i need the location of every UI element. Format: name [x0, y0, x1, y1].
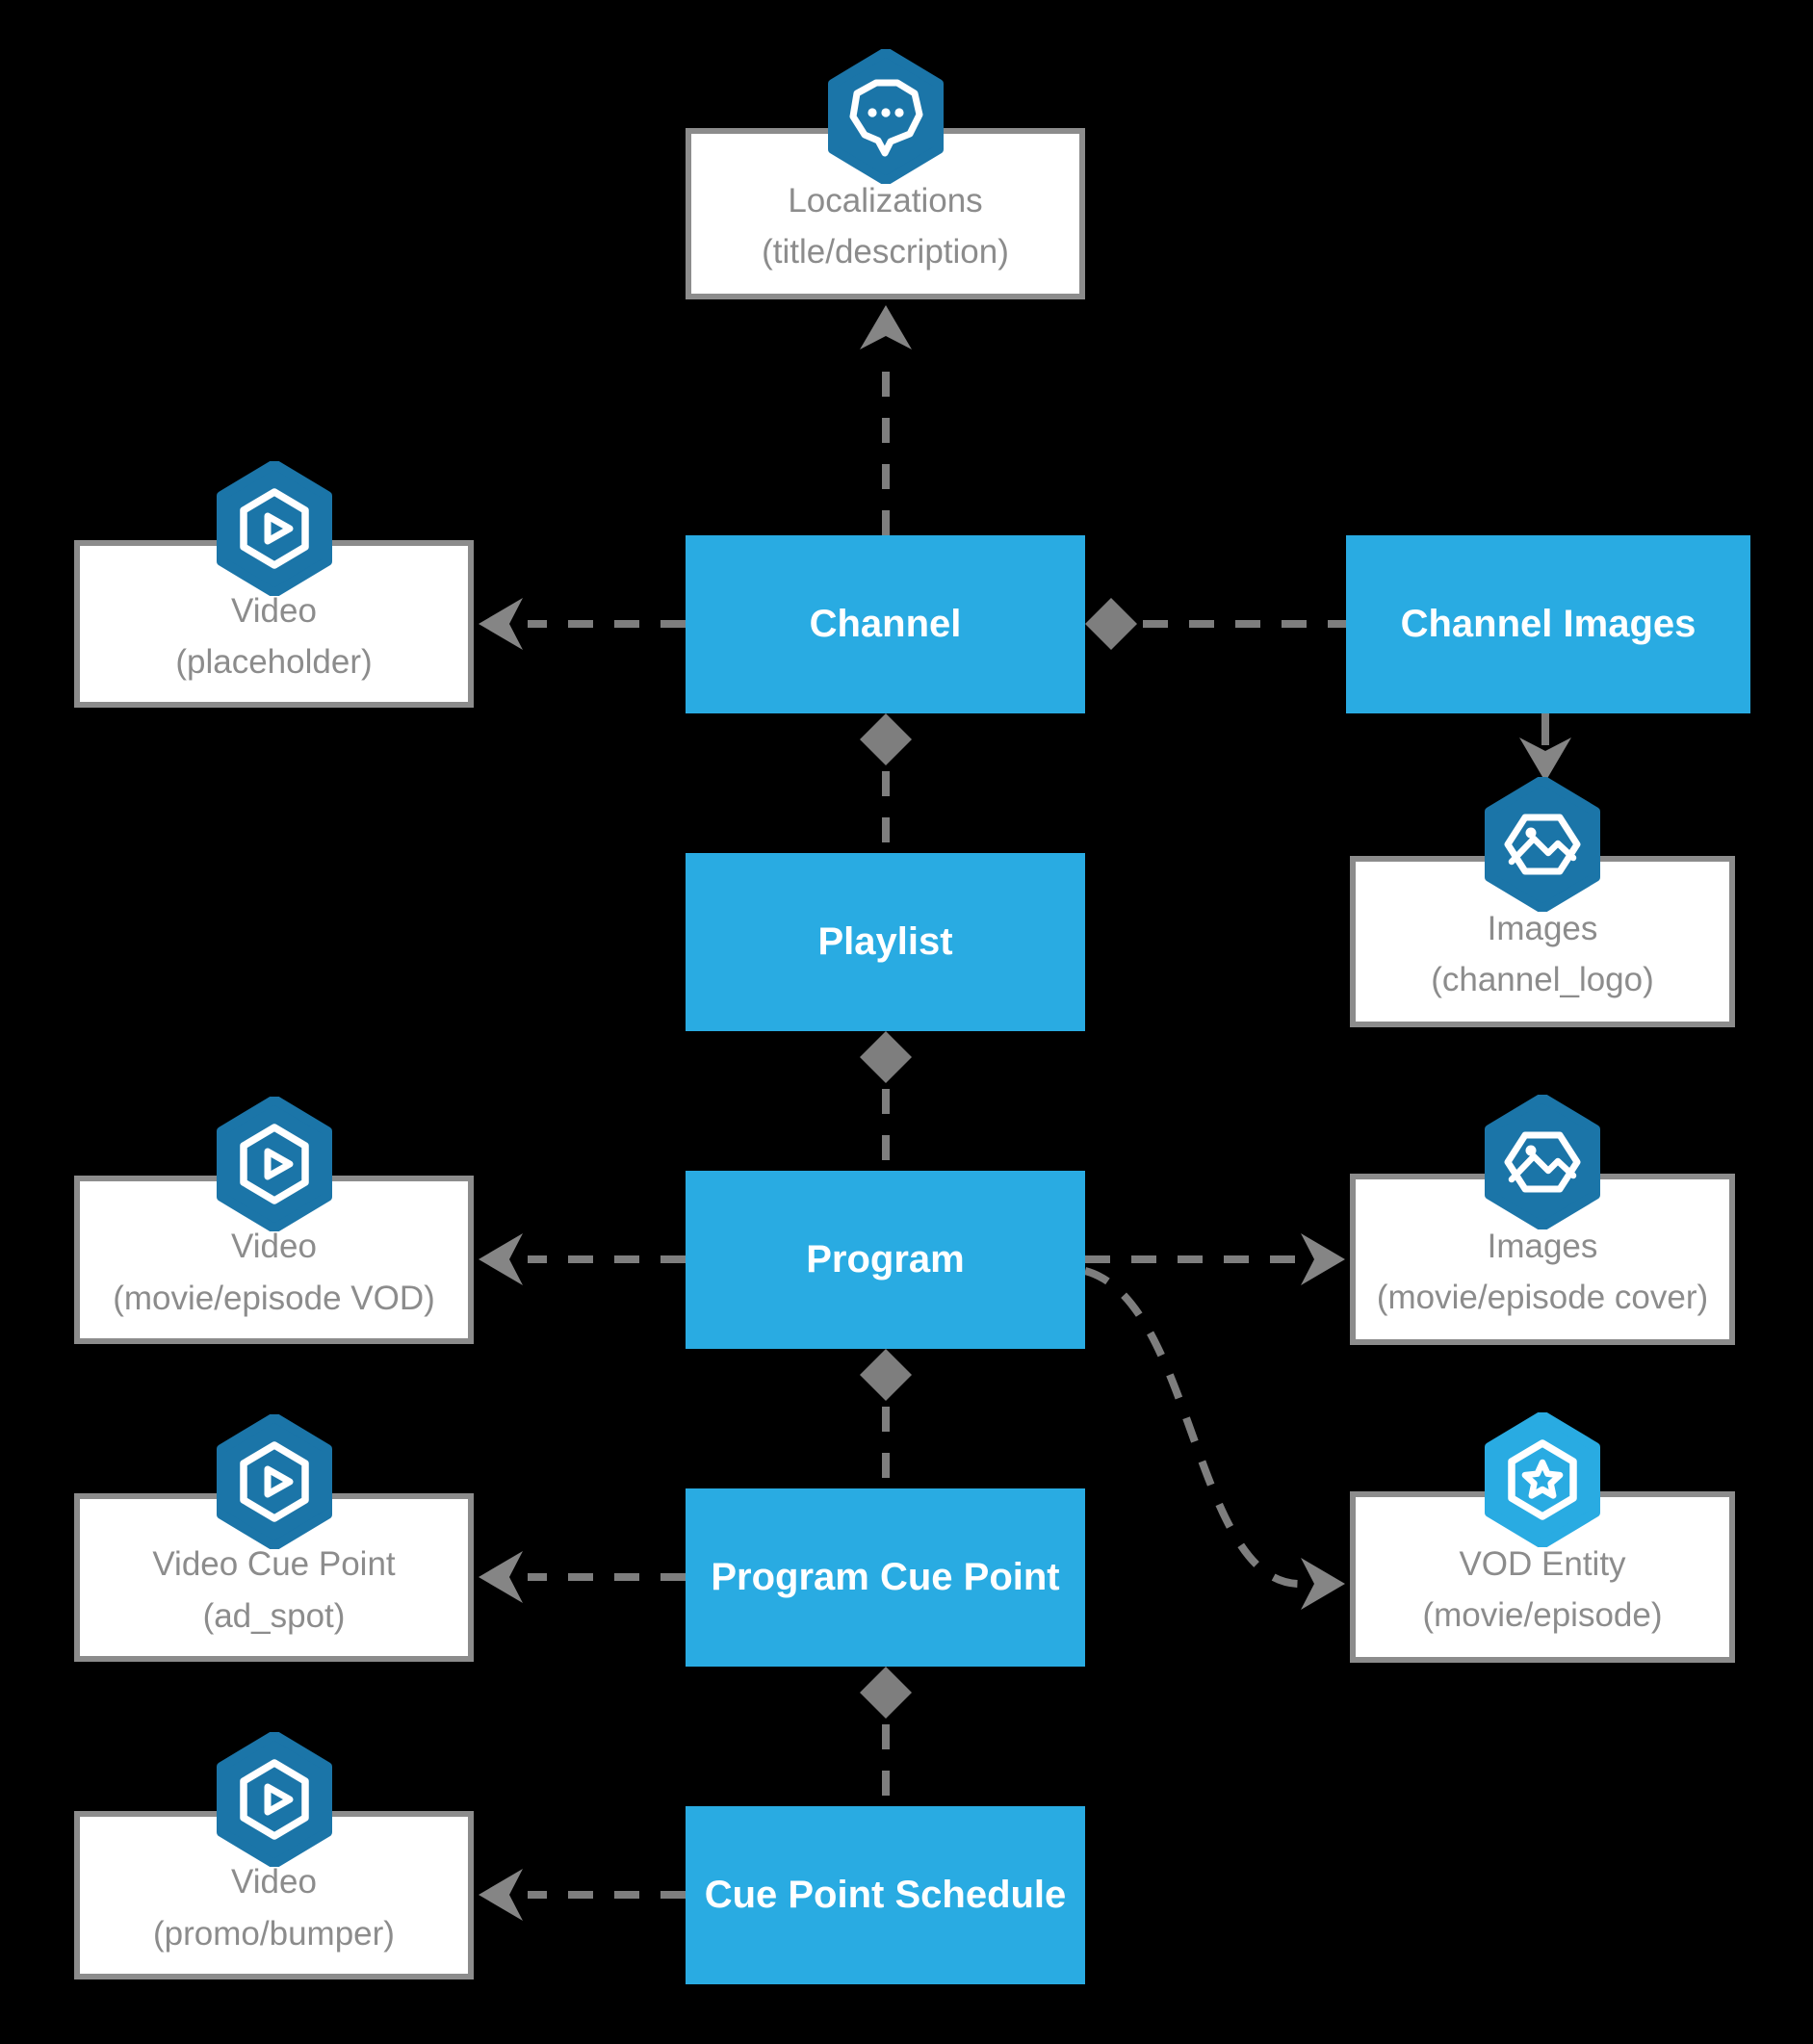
node-label: Cue Point Schedule: [704, 1874, 1067, 1916]
video-icon: [216, 1097, 332, 1231]
node-label-line1: Video Cue Point: [152, 1545, 396, 1584]
node-label-line2: (title/description): [762, 233, 1009, 271]
node-label-line1: Video: [231, 1863, 317, 1902]
star-icon: [1485, 1412, 1600, 1547]
diamond-channel-bottom-icon: [860, 713, 912, 765]
images-icon: [1485, 1095, 1600, 1229]
arrowhead-left-icon: [479, 1869, 523, 1921]
node-video-cue-point: Video Cue Point (ad_spot): [74, 1414, 474, 1662]
node-label-line2: (movie/episode cover): [1376, 1279, 1709, 1316]
node-playlist: Playlist: [686, 853, 1085, 1031]
arrowhead-right-icon: [1301, 1558, 1345, 1610]
diamond-pcp-bottom-icon: [860, 1667, 912, 1719]
arrowhead-up-icon: [860, 305, 912, 349]
video-icon: [216, 1414, 332, 1549]
arrowhead-left-icon: [479, 1551, 523, 1603]
node-video-placeholder: Video (placeholder): [74, 461, 474, 708]
connector-program-vod-entity: [1083, 1267, 1301, 1588]
node-label-line1: VOD Entity: [1459, 1544, 1626, 1583]
arrowhead-down-icon: [1519, 737, 1571, 782]
node-label-line2: (movie/episode VOD): [113, 1279, 435, 1317]
node-program-cue-point: Program Cue Point: [686, 1488, 1085, 1667]
node-label: Channel: [809, 603, 962, 645]
node-channel: Channel: [686, 535, 1085, 713]
node-localizations: Localizations (title/description): [686, 49, 1085, 299]
node-video-promo-bumper: Video (promo/bumper): [74, 1732, 474, 1979]
node-images-movie-episode-cover: Images (movie/episode cover): [1350, 1095, 1735, 1345]
node-program: Program: [686, 1171, 1085, 1349]
diamond-channel-right-icon: [1085, 598, 1137, 650]
node-label-line1: Video: [231, 1228, 317, 1266]
arrowhead-right-icon: [1301, 1233, 1345, 1285]
node-label-line2: (ad_spot): [202, 1596, 346, 1635]
video-icon: [216, 461, 332, 596]
node-label: Channel Images: [1400, 603, 1696, 645]
node-label-line1: Images: [1487, 1227, 1598, 1265]
node-images-channel-logo: Images (channel_logo): [1350, 777, 1735, 1027]
node-cue-point-schedule: Cue Point Schedule: [686, 1806, 1085, 1984]
node-label-line2: (movie/episode): [1422, 1596, 1663, 1634]
arrowhead-left-icon: [479, 1233, 523, 1285]
node-label: Program Cue Point: [711, 1556, 1060, 1598]
node-label-line2: (promo/bumper): [153, 1914, 395, 1953]
diamond-playlist-bottom-icon: [860, 1031, 912, 1083]
node-label-line2: (channel_logo): [1431, 961, 1654, 998]
node-label-line1: Video: [231, 591, 317, 630]
node-label-line2: (placeholder): [175, 643, 373, 681]
video-icon: [216, 1732, 332, 1867]
node-vod-entity: VOD Entity (movie/episode): [1350, 1412, 1735, 1663]
images-icon: [1485, 777, 1600, 912]
node-label-line1: Images: [1487, 909, 1598, 947]
chat-icon: [827, 49, 944, 184]
node-channel-images: Channel Images: [1346, 535, 1750, 713]
node-label: Program: [806, 1238, 965, 1281]
diamond-program-bottom-icon: [860, 1349, 912, 1401]
arrowhead-left-icon: [479, 598, 523, 650]
node-label: Playlist: [817, 920, 953, 963]
node-video-movie-episode-vod: Video (movie/episode VOD): [74, 1097, 474, 1344]
node-label-line1: Localizations: [788, 181, 983, 220]
